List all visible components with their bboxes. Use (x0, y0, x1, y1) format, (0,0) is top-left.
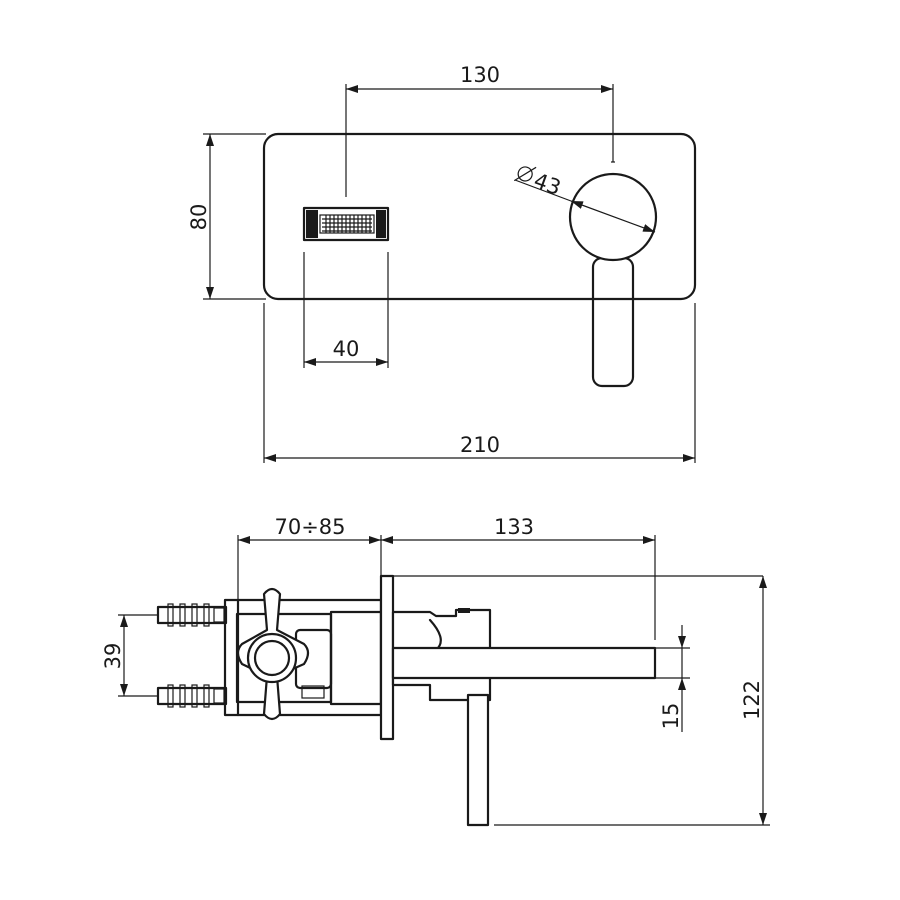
dimension-130: 130 (345, 63, 614, 197)
dimension-70-85: 70÷85 (237, 515, 382, 600)
dimension-39: 39 (101, 614, 158, 697)
dimension-210: 210 (263, 303, 696, 463)
wall-plate-side (379, 574, 395, 741)
lever-handle-front (591, 256, 635, 388)
diverter-slot (302, 206, 390, 242)
dim-label-70-85: 70÷85 (274, 515, 345, 539)
dim-label-133: 133 (494, 515, 534, 539)
dim-label-40: 40 (333, 337, 360, 361)
dimension-40: 40 (303, 252, 389, 368)
lever-handle-side (466, 693, 490, 827)
dim-label-130: 130 (460, 63, 500, 87)
dim-label-15: 15 (659, 703, 683, 730)
wall-plate-outline (262, 132, 697, 301)
side-view: 70÷85 133 39 15 122 (101, 515, 770, 827)
dim-label-122: 122 (740, 680, 764, 720)
spout (391, 646, 657, 680)
dimension-80: 80 (187, 133, 266, 300)
dimension-15: 15 (655, 625, 690, 732)
dim-label-39: 39 (101, 643, 125, 670)
dim-label-210: 210 (460, 433, 500, 457)
inlet-bottom (156, 684, 228, 708)
dim-label-43: 43 (531, 168, 564, 200)
dimension-122: 122 (494, 576, 770, 826)
front-view: 130 80 43 40 (187, 63, 697, 463)
dim-label-80: 80 (187, 204, 211, 231)
inlet-top (156, 603, 228, 627)
concealed-body (223, 587, 383, 721)
dimension-133: 133 (381, 515, 656, 640)
